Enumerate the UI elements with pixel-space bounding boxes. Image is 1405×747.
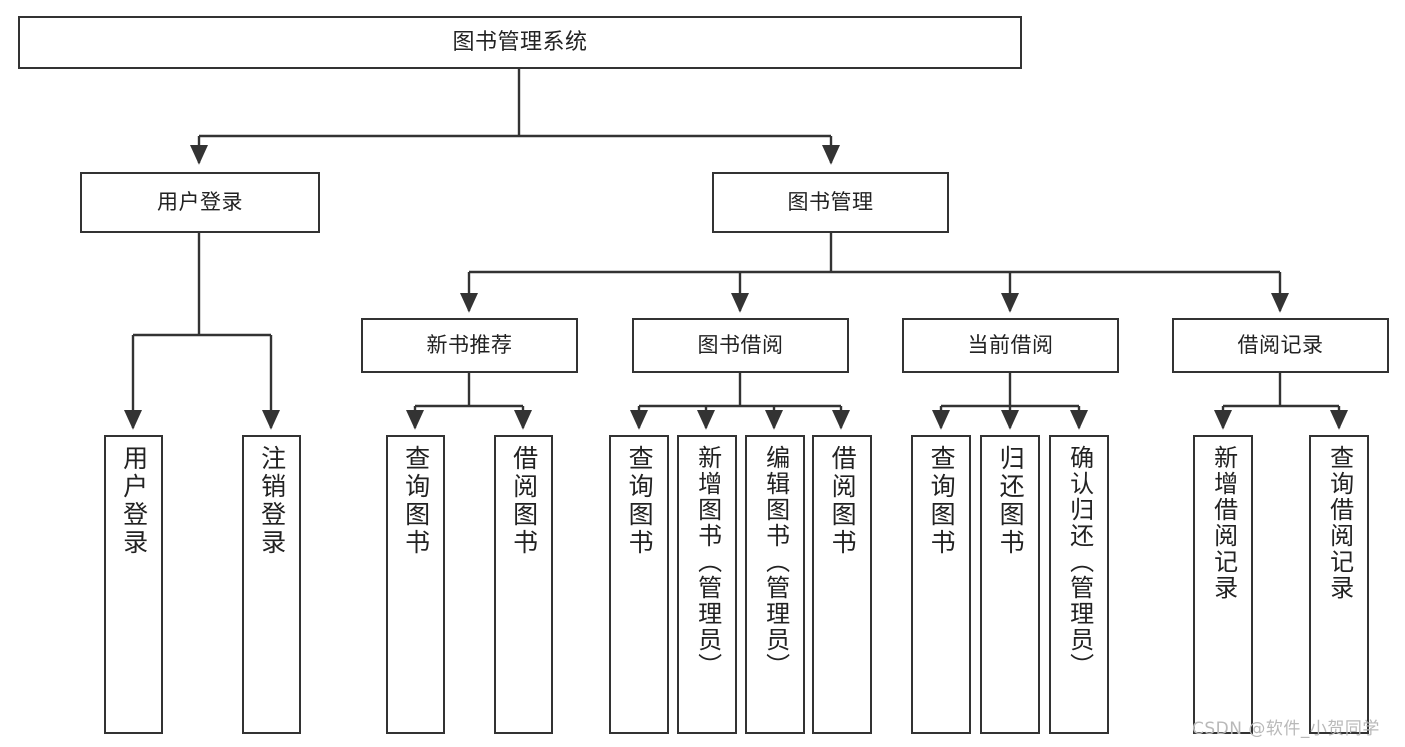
leaf-borrow-book-2-label: 借阅图书 [828, 445, 858, 557]
leaf-user-login-label: 用户登录 [119, 445, 149, 557]
node-user-login-label: 用户登录 [157, 190, 243, 215]
leaf-edit-book[interactable]: 编辑图书（管理员） [745, 435, 805, 734]
leaf-confirm-return[interactable]: 确认归还（管理员） [1049, 435, 1109, 734]
leaf-query-book-1[interactable]: 查询图书 [386, 435, 445, 734]
node-book-borrow-label: 图书借阅 [697, 333, 784, 358]
node-new-book-recommend[interactable]: 新书推荐 [361, 318, 578, 373]
node-book-manage[interactable]: 图书管理 [712, 172, 949, 233]
node-user-login[interactable]: 用户登录 [80, 172, 320, 233]
node-book-borrow[interactable]: 图书借阅 [632, 318, 849, 373]
node-current-borrow-label: 当前借阅 [967, 333, 1054, 358]
leaf-borrow-book-1[interactable]: 借阅图书 [494, 435, 553, 734]
leaf-query-book-2[interactable]: 查询图书 [609, 435, 669, 734]
leaf-user-logout-label: 注销登录 [257, 445, 287, 557]
leaf-query-borrow-record[interactable]: 查询借阅记录 [1309, 435, 1369, 734]
leaf-query-book-3-label: 查询图书 [927, 445, 957, 557]
leaf-add-borrow-record[interactable]: 新增借阅记录 [1193, 435, 1253, 734]
leaf-query-book-1-label: 查询图书 [401, 445, 431, 557]
leaf-borrow-book-2[interactable]: 借阅图书 [812, 435, 872, 734]
leaf-edit-book-label: 编辑图书（管理员） [761, 445, 790, 679]
leaf-query-book-2-label: 查询图书 [625, 445, 655, 557]
node-current-borrow[interactable]: 当前借阅 [902, 318, 1119, 373]
leaf-borrow-book-1-label: 借阅图书 [509, 445, 539, 557]
leaf-query-book-3[interactable]: 查询图书 [911, 435, 971, 734]
leaf-return-book-label: 归还图书 [996, 445, 1026, 557]
leaf-add-book[interactable]: 新增图书（管理员） [677, 435, 737, 734]
leaf-user-login[interactable]: 用户登录 [104, 435, 163, 734]
leaf-confirm-return-label: 确认归还（管理员） [1065, 445, 1094, 679]
node-new-book-recommend-label: 新书推荐 [426, 333, 513, 358]
node-root[interactable]: 图书管理系统 [18, 16, 1022, 69]
leaf-query-borrow-record-label: 查询借阅记录 [1325, 445, 1354, 601]
node-borrow-record-label: 借阅记录 [1237, 333, 1324, 358]
leaf-return-book[interactable]: 归还图书 [980, 435, 1040, 734]
node-book-manage-label: 图书管理 [787, 190, 874, 215]
leaf-add-borrow-record-label: 新增借阅记录 [1209, 445, 1238, 601]
csdn-watermark: CSDN @软件_小贺同学 [1192, 719, 1380, 739]
leaf-user-logout[interactable]: 注销登录 [242, 435, 301, 734]
node-root-label: 图书管理系统 [452, 29, 588, 55]
leaf-add-book-label: 新增图书（管理员） [693, 445, 722, 679]
node-borrow-record[interactable]: 借阅记录 [1172, 318, 1389, 373]
